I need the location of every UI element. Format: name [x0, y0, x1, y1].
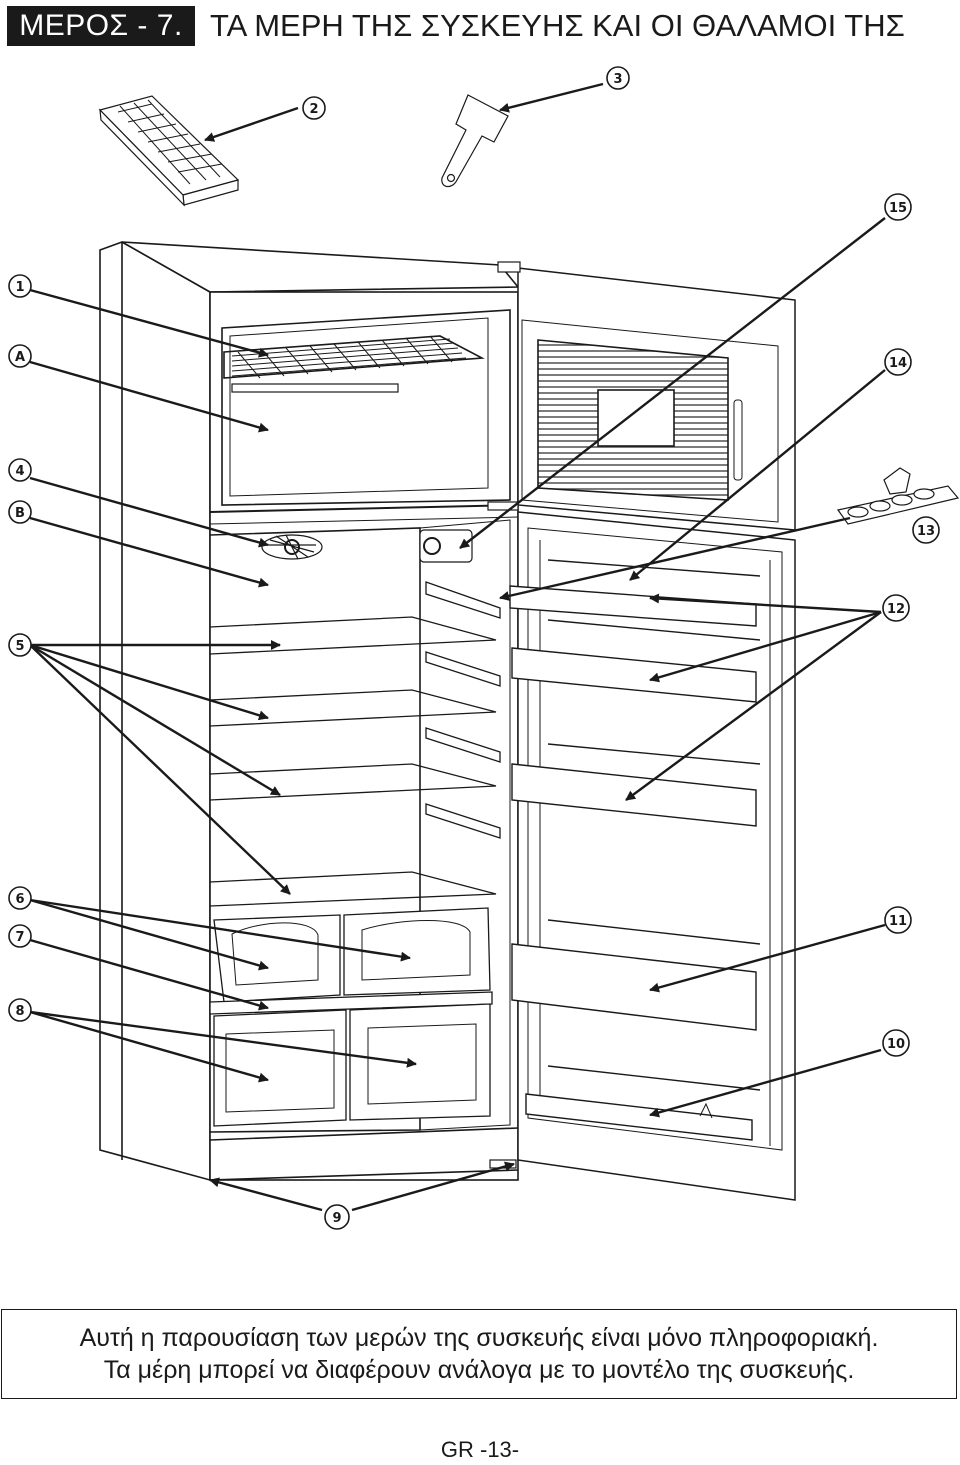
svg-text:3: 3 — [613, 72, 622, 87]
disclaimer-line-2: Τα μέρη μπορεί να διαφέρουν ανάλογα με τ… — [103, 1356, 855, 1384]
callout-8: 8 — [8, 998, 32, 1022]
svg-text:12: 12 — [887, 602, 905, 617]
callout-6: 6 — [8, 886, 32, 910]
callout-1: 1 — [8, 274, 32, 298]
svg-text:8: 8 — [15, 1004, 24, 1019]
egg-holder — [836, 467, 960, 525]
svg-text:4: 4 — [15, 464, 24, 479]
callout-3: 3 — [606, 66, 630, 90]
page-header: ΜΕΡΟΣ - 7. ΤΑ ΜΕΡΗ ΤΗΣ ΣΥΣΚΕΥΗΣ ΚΑΙ ΟΙ Θ… — [0, 0, 960, 50]
callout-10: 10 — [882, 1029, 910, 1057]
callout-5: 5 — [8, 633, 32, 657]
callout-7: 7 — [8, 924, 32, 948]
fridge-shelves — [209, 581, 501, 907]
svg-text:13: 13 — [917, 524, 935, 539]
callout-2: 2 — [302, 96, 326, 120]
callout-11: 11 — [884, 906, 912, 934]
callout-4: 4 — [8, 458, 32, 482]
callout-leaders — [29, 82, 886, 1212]
page-number: GR -13- — [440, 1437, 520, 1462]
svg-text:15: 15 — [889, 201, 907, 216]
callout-12: 12 — [882, 594, 910, 622]
appliance-parts-diagram: 1 2 3 A 4 B 5 6 7 8 9 10 11 12 13 14 15 — [8, 66, 960, 1230]
svg-text:10: 10 — [887, 1037, 905, 1052]
fan-unit — [261, 529, 473, 563]
svg-text:A: A — [15, 350, 25, 365]
callout-9: 9 — [324, 1204, 350, 1230]
disclaimer-note: Αυτή η παρουσίαση των μερών της συσκευής… — [1, 1309, 957, 1399]
svg-text:1: 1 — [15, 280, 24, 295]
callout-b: B — [8, 500, 32, 524]
callout-15: 15 — [884, 193, 912, 221]
svg-text:9: 9 — [332, 1211, 341, 1226]
ice-scraper-illustration — [441, 94, 509, 188]
svg-text:14: 14 — [889, 356, 907, 371]
ice-tray-illustration — [98, 95, 240, 207]
svg-text:5: 5 — [15, 639, 24, 654]
section-title: ΤΑ ΜΕΡΗ ΤΗΣ ΣΥΣΚΕΥΗΣ ΚΑΙ ΟΙ ΘΑΛΑΜΟΙ ΤΗΣ — [210, 8, 905, 43]
svg-text:11: 11 — [889, 914, 907, 929]
svg-text:7: 7 — [15, 930, 24, 945]
callout-a: A — [8, 344, 32, 368]
crisper-drawers — [209, 907, 493, 1127]
freezer-wire-shelf — [223, 335, 485, 393]
disclaimer-line-1: Αυτή η παρουσίαση των μερών της συσκευής… — [79, 1324, 879, 1352]
section-label: ΜΕΡΟΣ - 7. — [7, 6, 195, 46]
svg-text:B: B — [15, 506, 25, 521]
svg-text:2: 2 — [309, 102, 318, 117]
callout-13: 13 — [912, 516, 940, 544]
svg-text:6: 6 — [15, 892, 24, 907]
callout-14: 14 — [884, 348, 912, 376]
freezer-door — [517, 267, 796, 531]
